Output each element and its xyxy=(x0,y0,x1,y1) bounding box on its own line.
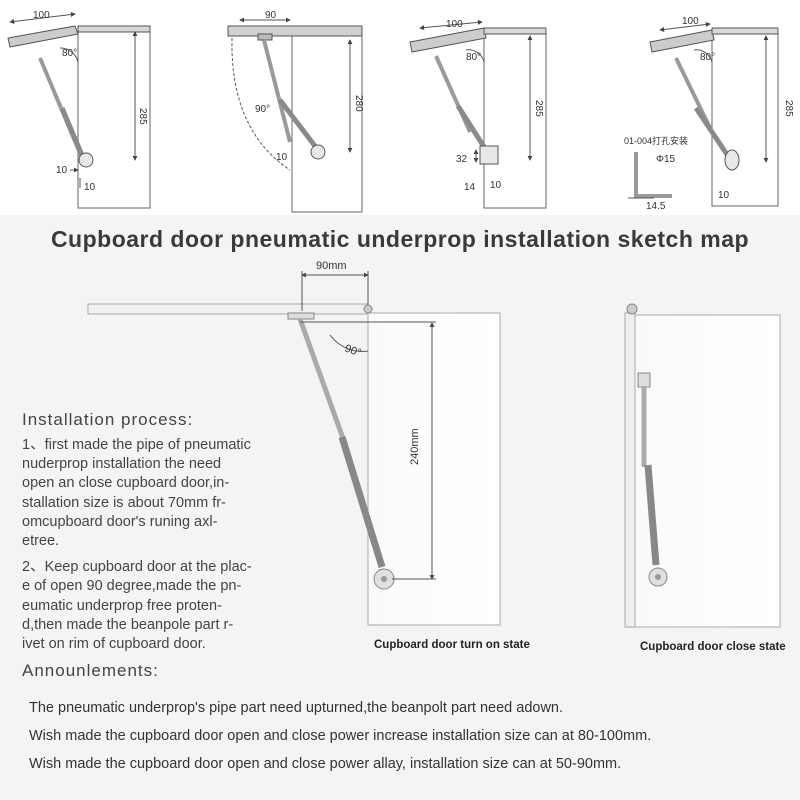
step-2-line: 2、Keep cupboard door at the plac- xyxy=(22,559,252,575)
dim-label: 10 xyxy=(490,180,502,191)
announcement-item: The pneumatic underprop's pipe part need… xyxy=(29,700,564,716)
step-1-line: stallation size is about 70mm fr- xyxy=(22,495,226,511)
dim-label: 01-004打孔安装 xyxy=(624,135,688,146)
top-diagram-1 xyxy=(7,12,151,209)
caption-open-state: Cupboard door turn on state xyxy=(374,639,530,651)
dim-label: Φ15 xyxy=(656,154,676,165)
main-diagrams: 90mm 90° 240mm xyxy=(87,260,781,628)
dim-label: 285 xyxy=(137,108,148,125)
dim-label: 80° xyxy=(466,52,481,63)
step-2-line: eumatic underprop free proten- xyxy=(22,598,222,614)
dim-label: 280 xyxy=(353,95,364,112)
announcements-heading: Announlements: xyxy=(22,661,159,680)
dim-label: 90° xyxy=(343,343,363,360)
dim-label: 80° xyxy=(62,48,77,59)
step-2-line: d,then made the beanpole part r- xyxy=(22,617,234,633)
dim-label: 285 xyxy=(783,100,794,117)
dim-label: 100 xyxy=(682,16,699,27)
dim-label: 100 xyxy=(446,19,463,30)
dim-label: 10 xyxy=(718,190,730,201)
installation-process-heading: Installation process: xyxy=(22,410,194,429)
top-diagram-4 xyxy=(628,22,779,207)
open-state-diagram: 90mm 90° 240mm xyxy=(87,260,501,626)
caption-close-state: Cupboard door close state xyxy=(640,641,786,653)
top-diagram-2 xyxy=(227,17,363,213)
dim-label: 285 xyxy=(533,100,544,117)
step-2-line: ivet on rim of cupboard door. xyxy=(22,636,206,652)
close-state-diagram xyxy=(624,303,781,628)
step-1-line: etree. xyxy=(22,533,60,549)
dim-label: 90mm xyxy=(316,260,347,272)
dim-label: 10 xyxy=(56,165,68,176)
dim-label: 240mm xyxy=(409,428,421,465)
step-1-line: 1、first made the pipe of pneumatic xyxy=(22,437,251,453)
step-1-line: omcupboard door's runing axl- xyxy=(22,514,218,530)
step-1-line: open an close cupboard door,in- xyxy=(22,475,230,491)
top-diagrams: 100 80° 285 10 10 90 90° 280 10 100 xyxy=(7,10,794,213)
page-title: Cupboard door pneumatic underprop instal… xyxy=(50,226,750,252)
dim-label: 10 xyxy=(276,152,288,163)
dim-label: 100 xyxy=(33,10,50,21)
dim-label: 10 xyxy=(84,182,96,193)
dim-label: 80° xyxy=(700,52,715,63)
announcement-item: Wish made the cupboard door open and clo… xyxy=(29,756,622,772)
dim-label: 90° xyxy=(255,104,270,115)
step-2-line: e of open 90 degree,made the pn- xyxy=(22,578,242,594)
announcement-item: Wish made the cupboard door open and clo… xyxy=(29,728,652,744)
step-1-line: nuderprop installation the need xyxy=(22,456,222,472)
dim-label: 14 xyxy=(464,182,476,193)
top-diagram-3 xyxy=(409,19,547,209)
dim-label: 90 xyxy=(265,10,277,21)
dim-label: 14.5 xyxy=(646,201,666,212)
dim-label: 32 xyxy=(456,154,468,165)
